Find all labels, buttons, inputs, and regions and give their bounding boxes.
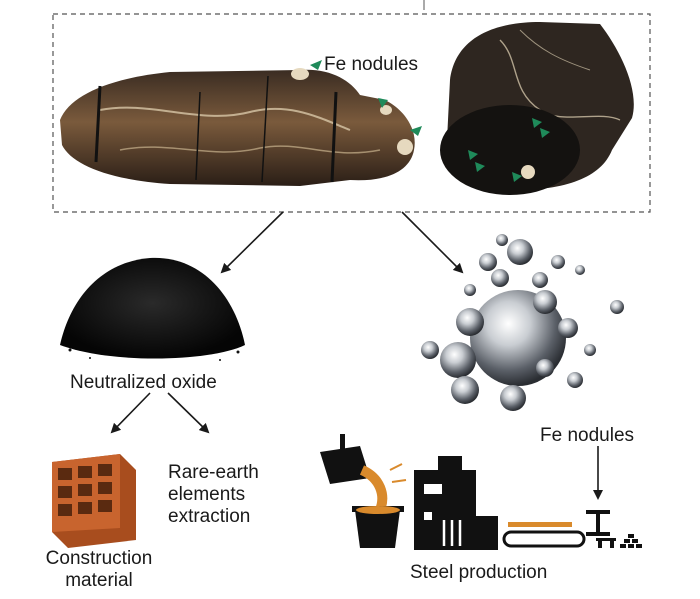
slag-cross-section-photo — [440, 22, 634, 195]
fe-nodule — [397, 139, 413, 155]
label-fe-nodules-top: Fe nodules — [324, 54, 419, 75]
label-construction-material: Construction material — [45, 548, 153, 591]
metal-nodules-photo — [421, 234, 624, 411]
nodule-marker — [378, 98, 388, 108]
arrow-to-oxide — [220, 211, 284, 274]
nodule-marker — [310, 60, 322, 70]
ladle-icon — [320, 434, 407, 548]
label-fe-nodules-right: Fe nodules — [540, 425, 635, 446]
fe-nodule — [291, 68, 309, 80]
black-powder-heap — [60, 257, 245, 361]
photo-frame — [52, 13, 651, 213]
slag-core-photo — [60, 60, 422, 186]
arrow-to-nodules — [401, 211, 464, 274]
arrow-to-construction — [110, 392, 151, 434]
label-rare-earth: Rare-earth elements extraction — [168, 462, 259, 527]
label-steel-production: Steel production — [410, 562, 548, 583]
conveyor-icon — [502, 522, 586, 548]
arrow-to-rare-earth — [167, 392, 210, 434]
fe-nodule — [380, 105, 392, 115]
steel-beam-icon — [586, 510, 642, 548]
nodule-marker — [410, 126, 422, 136]
label-neutralized-oxide: Neutralized oxide — [70, 372, 217, 393]
brick-icon — [52, 454, 136, 548]
factory-machine-icon — [414, 456, 498, 550]
